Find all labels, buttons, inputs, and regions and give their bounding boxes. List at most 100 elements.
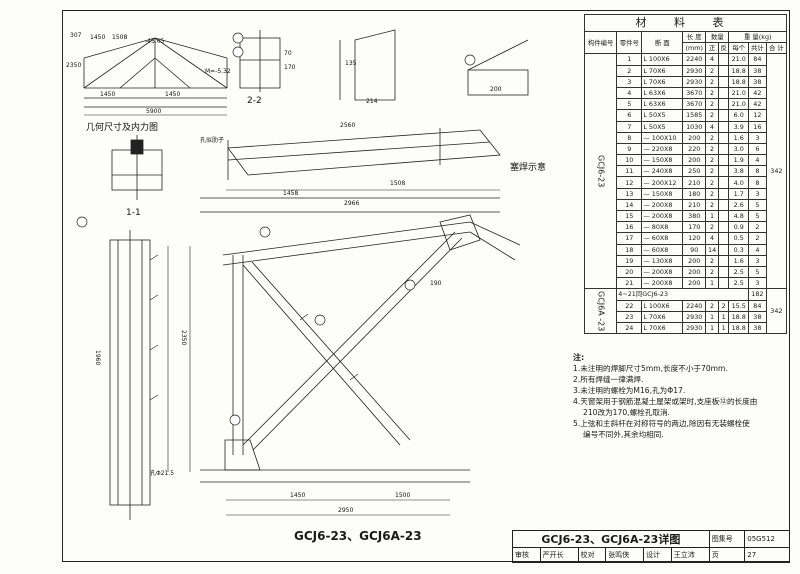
table-cell: — 200X8 — [641, 198, 684, 212]
table-cell — [717, 232, 730, 245]
table-cell: 8 — [616, 131, 643, 144]
table-cell — [717, 142, 730, 156]
table-cell: 84 — [747, 53, 767, 66]
table-cell: 120 — [682, 232, 707, 245]
table-cell — [717, 176, 730, 189]
checker-name: 张鸣侠 — [605, 547, 645, 563]
table-cell: 2 — [705, 254, 719, 267]
atlas-label: 图集号 — [708, 530, 746, 548]
table-cell: 2930 — [682, 310, 707, 323]
dim-g2350: 2350 — [66, 62, 82, 69]
note-item: 2.所有焊缝一律满焊. — [573, 375, 644, 384]
table-cell: 20 — [616, 265, 643, 279]
weld-marks — [149, 254, 359, 401]
table-cell: 2.6 — [728, 198, 749, 212]
table-cell: L 63X6 — [641, 98, 684, 111]
table-cell: — 200X8 — [641, 209, 684, 223]
table-cell — [717, 165, 730, 178]
dim-1450: 1450 — [290, 492, 306, 499]
table-cell: — 200X8 — [641, 277, 684, 290]
col-count-pos: 正 — [705, 42, 719, 55]
table-cell: 15.5 — [728, 299, 749, 312]
table-cell: 18.8 — [728, 310, 749, 323]
table-cell — [717, 254, 730, 267]
table-cell: 13 — [616, 187, 643, 200]
table-cell — [717, 243, 730, 256]
note-item: 3.未注明的螺栓为M16,孔为Φ17. — [573, 386, 686, 395]
table-cell: 24 — [616, 321, 643, 335]
table-cell: 3.8 — [728, 165, 749, 178]
table-cell: L 70X6 — [641, 310, 684, 323]
table-cell: 9 — [616, 142, 643, 156]
table-cell: 2 — [705, 154, 719, 167]
table-cell — [717, 86, 730, 100]
geometry-title: 几何尺寸及内力图 — [86, 123, 159, 133]
table-cell: 3 — [747, 254, 767, 267]
dim-2966: 2966 — [344, 200, 360, 207]
table-cell: 38 — [747, 321, 767, 335]
dim-g5900: 5900 — [146, 108, 162, 115]
table-cell: 12 — [747, 109, 767, 122]
col-part-label: 零件号 — [616, 30, 643, 55]
col-section: 断 面 — [641, 30, 684, 55]
table-cell: L 100X6 — [641, 53, 684, 66]
table-cell: 4.0 — [728, 176, 749, 189]
table-cell: 2.5 — [728, 277, 749, 290]
dim-2350: 2350 — [180, 330, 187, 346]
table-cell: 18 — [616, 243, 643, 256]
table-cell: 3670 — [682, 98, 707, 111]
geometry-diagram — [83, 37, 228, 108]
col-weight-each: 每个 — [728, 42, 749, 55]
table-cell: 2240 — [682, 299, 707, 312]
table-cell: 380 — [682, 209, 707, 223]
table-cell: 220 — [682, 142, 707, 156]
group1-total: 342 — [765, 53, 788, 290]
reviewer-name: 严开长 — [539, 547, 579, 563]
table-cell: 4 — [616, 86, 643, 100]
table-cell: 1.7 — [728, 187, 749, 200]
table-cell: 2 — [705, 176, 719, 189]
table-cell: 2 — [705, 299, 719, 312]
table-cell: 16 — [616, 221, 643, 234]
col-no-label: 构件编号 — [583, 30, 618, 55]
table-cell: 250 — [682, 165, 707, 178]
table-cell: — 100X10 — [641, 131, 684, 144]
section-1-1-label: 1-1 — [126, 208, 141, 218]
table-cell: — 150X8 — [641, 154, 684, 167]
rib-note-label: 孔似肋子 — [200, 137, 225, 144]
table-cell: 4 — [705, 53, 719, 66]
table-cell: L 50X5 — [641, 109, 684, 122]
table-cell: — 200X12 — [641, 176, 684, 189]
dim-g1508: 1508 — [112, 34, 128, 41]
drawing-frame — [62, 10, 790, 562]
table-cell: 2 — [705, 86, 719, 100]
col-weight: 重 量(kg) — [728, 30, 787, 44]
table-cell: 2240 — [682, 53, 707, 66]
table-cell: — 80X8 — [641, 221, 684, 234]
group2-note: 4~21同GCJ6-23 — [616, 288, 749, 301]
review-label: 审核 — [512, 547, 541, 563]
table-cell: 3.0 — [728, 142, 749, 156]
table-cell: 200 — [682, 277, 707, 290]
table-cell: 16 — [747, 120, 767, 133]
table-cell: 38 — [747, 310, 767, 323]
table-cell: 5 — [616, 98, 643, 111]
table-cell: 12 — [616, 176, 643, 189]
table-cell: 2 — [705, 221, 719, 234]
table-cell: 2 — [705, 109, 719, 122]
dim-135: 135 — [345, 60, 357, 67]
table-cell: 0.5 — [728, 232, 749, 245]
table-cell: 14 — [705, 243, 719, 256]
table-cell — [717, 187, 730, 200]
table-cell: 3 — [747, 131, 767, 144]
